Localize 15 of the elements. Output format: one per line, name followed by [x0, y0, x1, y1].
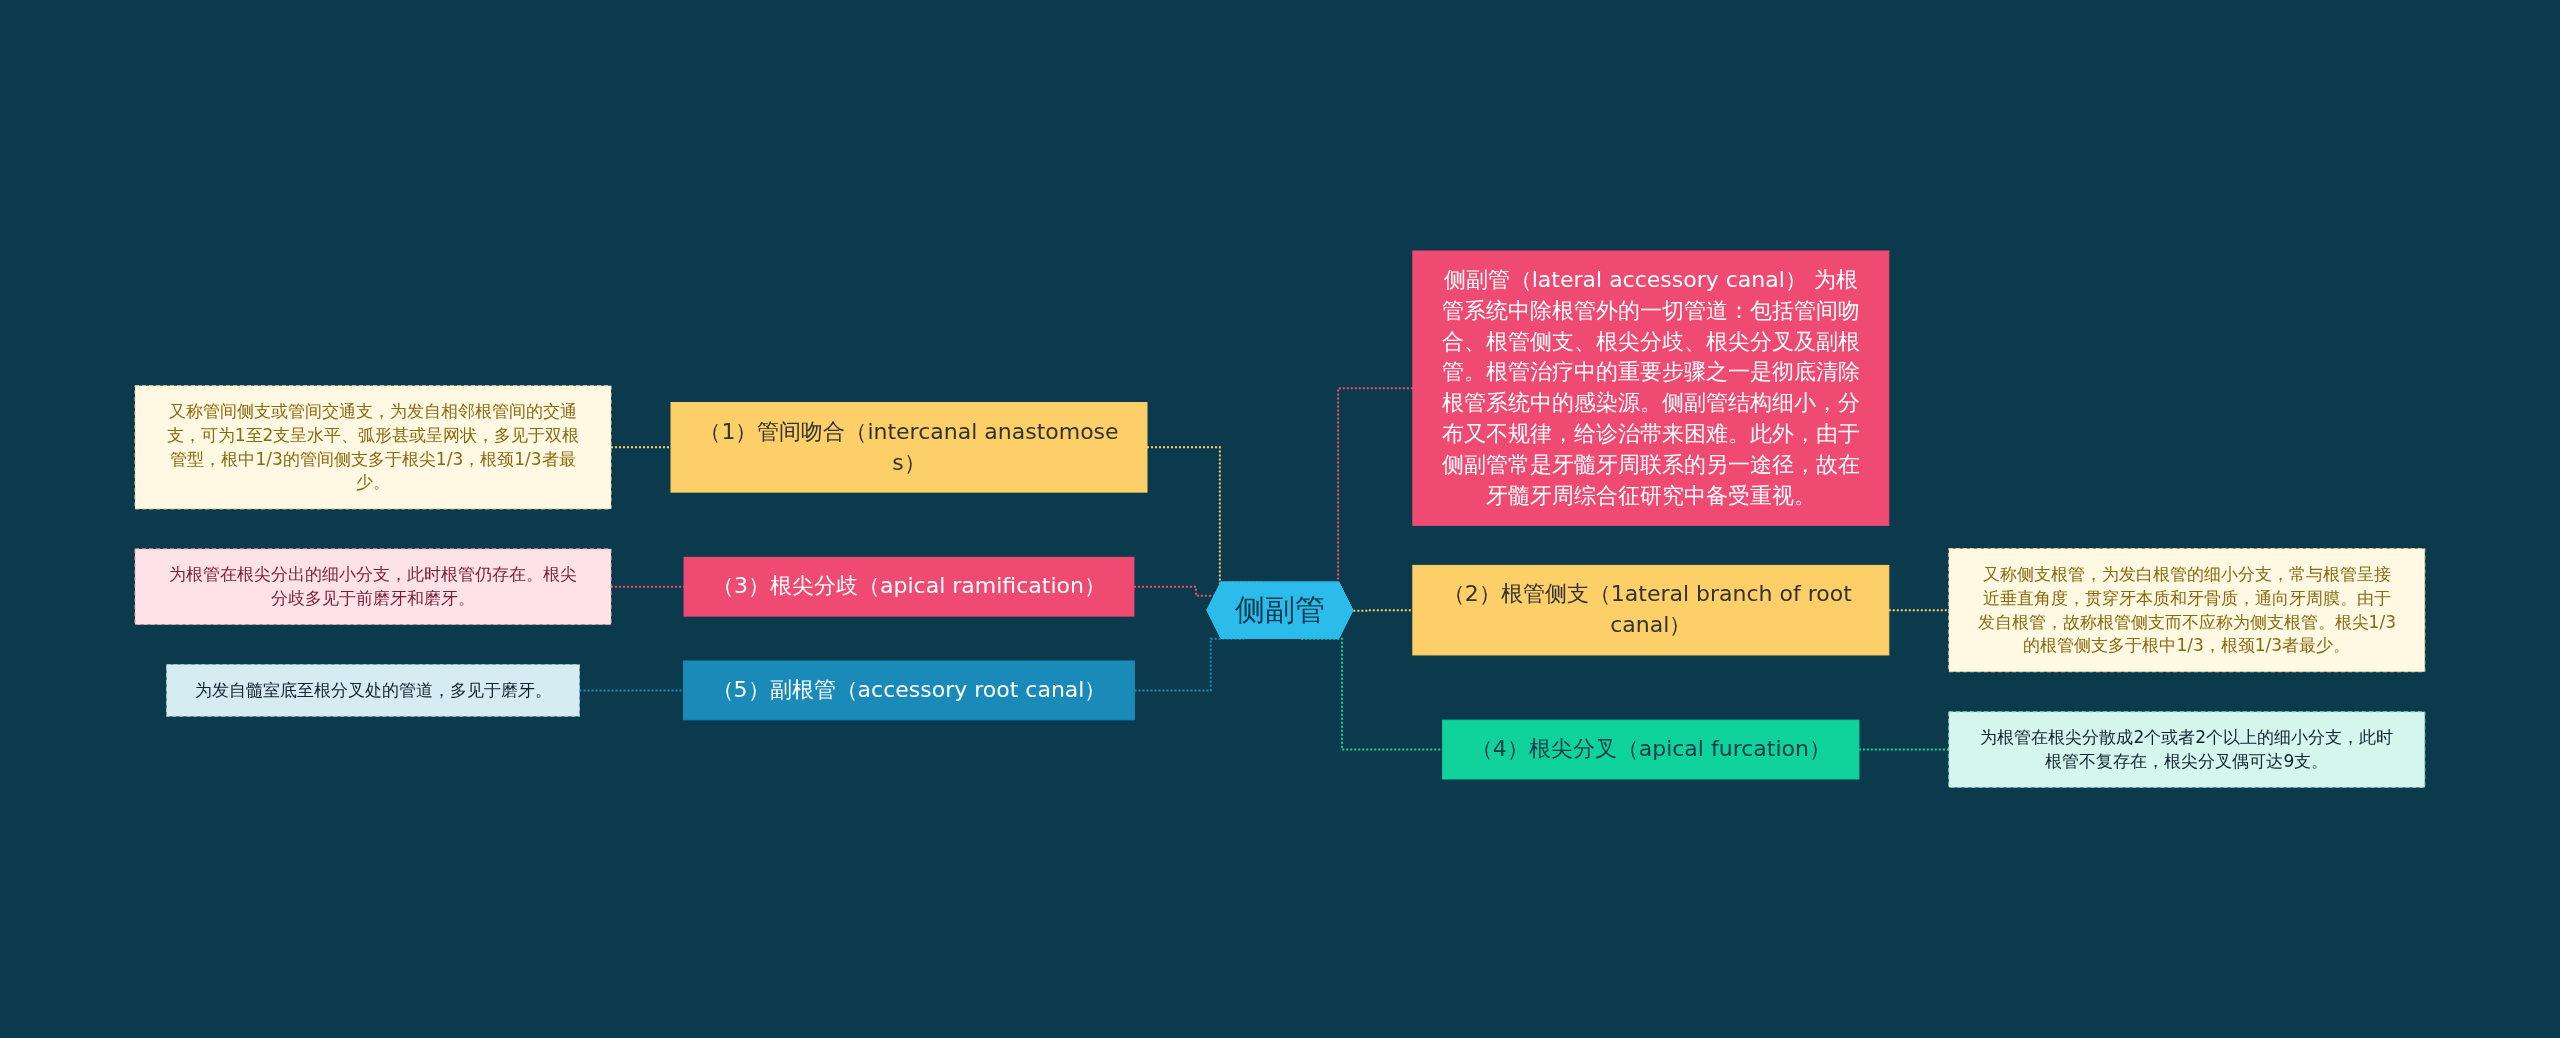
- node-box: 为根管在根尖分散成2个或者2个以上的细小分支，此时根管不复存在，根尖分叉偶可达9支。: [1948, 711, 2426, 788]
- node-box: 为根管在根尖分出的细小分支，此时根管仍存在。根尖分歧多见于前磨牙和磨牙。: [134, 548, 612, 625]
- connector: [1887, 609, 1950, 611]
- connector: [1133, 637, 1246, 692]
- node-box: 又称侧支根管，为发白根管的细小分支，常与根管呈接近垂直角度，贯穿牙本质和牙骨质，通向牙周膜。由于发自根管，故称根管侧支而不应称为侧支根管。根尖1/3的根管侧支多于根中1/3，根颈1/3者最少。: [1948, 547, 2426, 673]
- node-box: （1）管间吻合（intercanal anastomoses）: [670, 401, 1148, 493]
- node-box: （2）根管侧支（1ateral branch of root canal）: [1412, 564, 1890, 656]
- node-box: （4）根尖分叉（apical furcation）: [1442, 719, 1860, 780]
- connector: [1352, 609, 1414, 612]
- node-box: 为发自髓室底至根分叉处的管道，多见于磨牙。: [166, 663, 581, 717]
- node-box: （5）副根管（accessory root canal）: [683, 660, 1135, 721]
- node-box: 又称管间侧支或管间交通支，为发自相邻根管间的交通支，可为1至2支呈水平、弧形甚或呈网状，多见于双根管型，根中1/3的管间侧支多于根尖1/3，根颈1/3者最少。: [134, 385, 612, 510]
- connector: [578, 689, 685, 692]
- node-box: （3）根尖分歧（apical ramification）: [683, 556, 1135, 617]
- node-box: 侧副管（lateral accessory canal） 为根管系统中除根管外的一切管道：包括管间吻合、根管侧支、根尖分歧、根尖分叉及副根管。根管治疗中的重要步骤之一是彻底清除根管系统中的感染源。侧副管结构细小，分布又不规律，给诊治带来困难。此外，由于侧副管常是牙髓牙周联系的另一途径，故在牙髓牙周综合征研究中备受重视。: [1412, 250, 1890, 526]
